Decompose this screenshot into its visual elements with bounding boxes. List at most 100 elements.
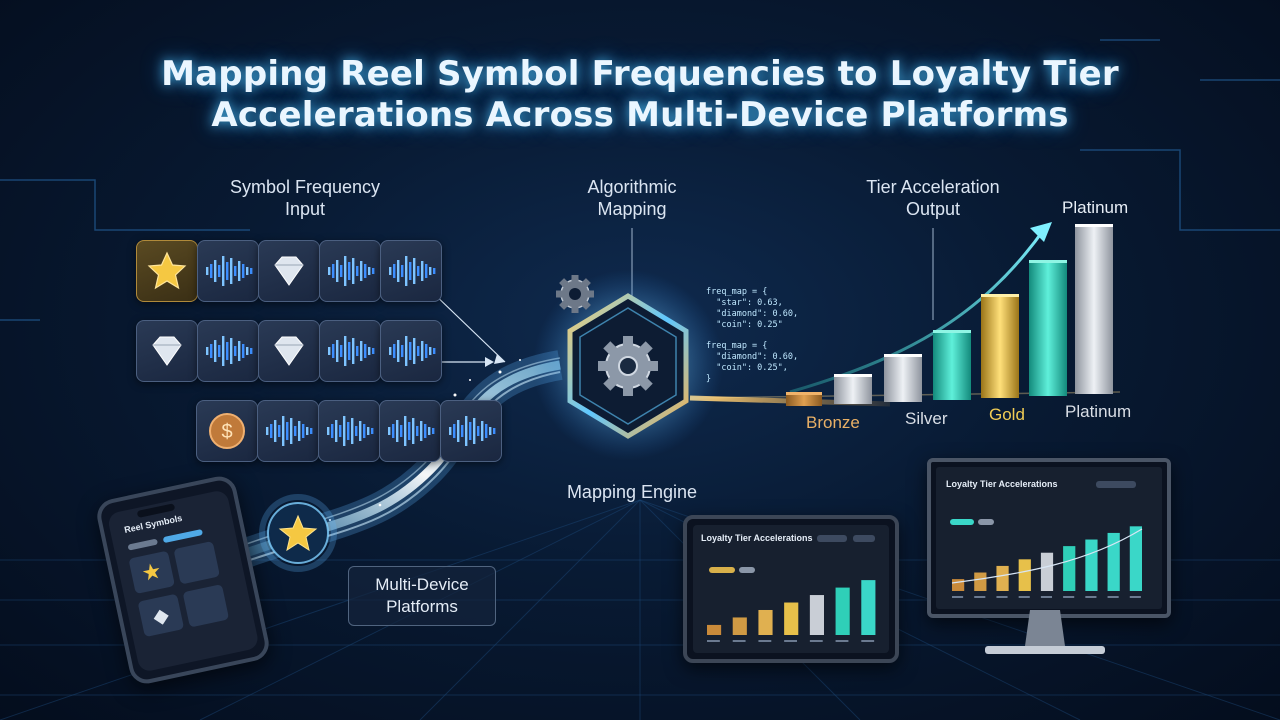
output-label-line-2: Output	[905, 199, 961, 219]
waveform-bar	[246, 347, 249, 355]
diamond-glyph	[274, 256, 304, 286]
input-label: Symbol Frequency Input	[200, 176, 410, 220]
waveform-glyph	[449, 416, 496, 446]
waveform-bar	[336, 260, 339, 282]
waveform-bar	[347, 422, 350, 440]
waveform-bar	[294, 426, 297, 436]
mini-chart-bar	[707, 624, 722, 635]
mini-chart-bar	[809, 595, 824, 635]
bar-bronze-top	[786, 392, 822, 395]
waveform-bar	[238, 341, 241, 361]
waveform-bar	[352, 258, 355, 284]
symbol-tile-coin-icon: $	[196, 400, 258, 462]
mini-chart-bar	[1129, 526, 1142, 591]
waveform-bar	[230, 338, 233, 364]
diamond-glyph	[274, 336, 304, 366]
coin-dollar-sign: $	[221, 421, 232, 443]
title-line-2: Accelerations Across Multi-Device Platfo…	[211, 95, 1069, 135]
waveform-bar	[335, 420, 338, 442]
mini-chart-trend-line	[951, 528, 1143, 584]
waveform-bar	[356, 266, 359, 276]
waveform-bar	[425, 264, 428, 278]
waveform-bar	[409, 342, 412, 360]
symbol-tile-diamond-icon	[258, 240, 320, 302]
waveform-bar	[393, 344, 396, 358]
code-block-2: freq_map = { "diamond": 0.60, "coin": 0.…	[706, 341, 799, 384]
waveform-bar	[404, 416, 407, 446]
tablet-pill-1	[709, 567, 735, 573]
waveform-bar	[282, 416, 285, 446]
input-label-line-1: Symbol Frequency	[229, 177, 381, 197]
waveform-bar	[389, 267, 392, 275]
waveform-bar	[409, 262, 412, 280]
waveform-bar	[417, 346, 420, 356]
waveform-bar	[461, 425, 464, 437]
monitor-pill-2	[978, 519, 994, 525]
waveform-bar	[368, 347, 371, 355]
waveform-bar	[206, 347, 209, 355]
waveform-bar	[360, 261, 363, 281]
waveform-bar	[206, 267, 209, 275]
waveform-bar	[328, 267, 331, 275]
waveform-bar	[306, 427, 309, 435]
star-shape	[147, 251, 187, 290]
waveform-bar	[363, 424, 366, 438]
mapping-label-line-1: Algorithmic	[587, 177, 677, 197]
waveform-bar	[344, 256, 347, 286]
waveform-bar	[413, 258, 416, 284]
waveform-bar	[421, 261, 424, 281]
waveform-glyph	[388, 416, 435, 446]
waveform-bar	[364, 264, 367, 278]
waveform-bar	[429, 347, 432, 355]
mini-chart-tick	[784, 640, 797, 642]
diamond-shape	[274, 336, 304, 366]
waveform-bar	[405, 256, 408, 286]
mini-chart-bar	[1085, 539, 1098, 591]
waveform-bar	[242, 264, 245, 278]
mapping-label-line-2: Mapping	[597, 199, 667, 219]
waveform-bar	[348, 262, 351, 280]
mini-chart-tick	[707, 640, 720, 642]
waveform-bar	[250, 268, 253, 274]
bar-teal-tall-top	[1029, 260, 1067, 263]
waveform-bar	[327, 427, 330, 435]
waveform-bar	[348, 342, 351, 360]
symbol-tile-waveform-icon	[440, 400, 502, 462]
waveform-glyph	[206, 336, 253, 366]
waveform-bar	[389, 347, 392, 355]
waveform-bar	[339, 425, 342, 437]
phone-waveform-icon-1	[173, 541, 221, 585]
waveform-bar	[336, 340, 339, 362]
waveform-bar	[453, 424, 456, 438]
waveform-bar	[246, 267, 249, 275]
waveform-bar	[412, 418, 415, 444]
waveform-glyph	[328, 256, 375, 286]
bar-gold-top	[981, 294, 1019, 297]
diamond-shape	[152, 336, 182, 366]
waveform-bar	[401, 265, 404, 277]
waveform-bar	[432, 428, 435, 434]
waveform-bar	[274, 420, 277, 442]
waveform-bar	[367, 427, 370, 435]
mini-chart-tick	[758, 640, 772, 642]
waveform-bar	[473, 418, 476, 444]
waveform-bar	[372, 348, 375, 354]
waveform-bar	[242, 344, 245, 358]
waveform-bar	[397, 260, 400, 282]
waveform-bar	[234, 266, 237, 276]
mini-chart-bar	[952, 579, 965, 591]
mapping-label: Algorithmic Mapping	[552, 176, 712, 220]
waveform-bar	[449, 427, 452, 435]
waveform-bar	[433, 268, 436, 274]
bar-platinum	[1075, 224, 1113, 394]
mini-chart-tick	[732, 640, 746, 642]
waveform-bar	[429, 267, 432, 275]
waveform-bar	[210, 264, 213, 278]
star-glyph	[147, 251, 187, 290]
waveform-bar	[266, 427, 269, 435]
waveform-bar	[424, 424, 427, 438]
monitor-device: Loyalty Tier Accelerations	[927, 458, 1171, 618]
tablet-device: Loyalty Tier Accelerations	[683, 515, 899, 663]
waveform-bar	[368, 267, 371, 275]
mini-chart-tick	[974, 596, 986, 598]
